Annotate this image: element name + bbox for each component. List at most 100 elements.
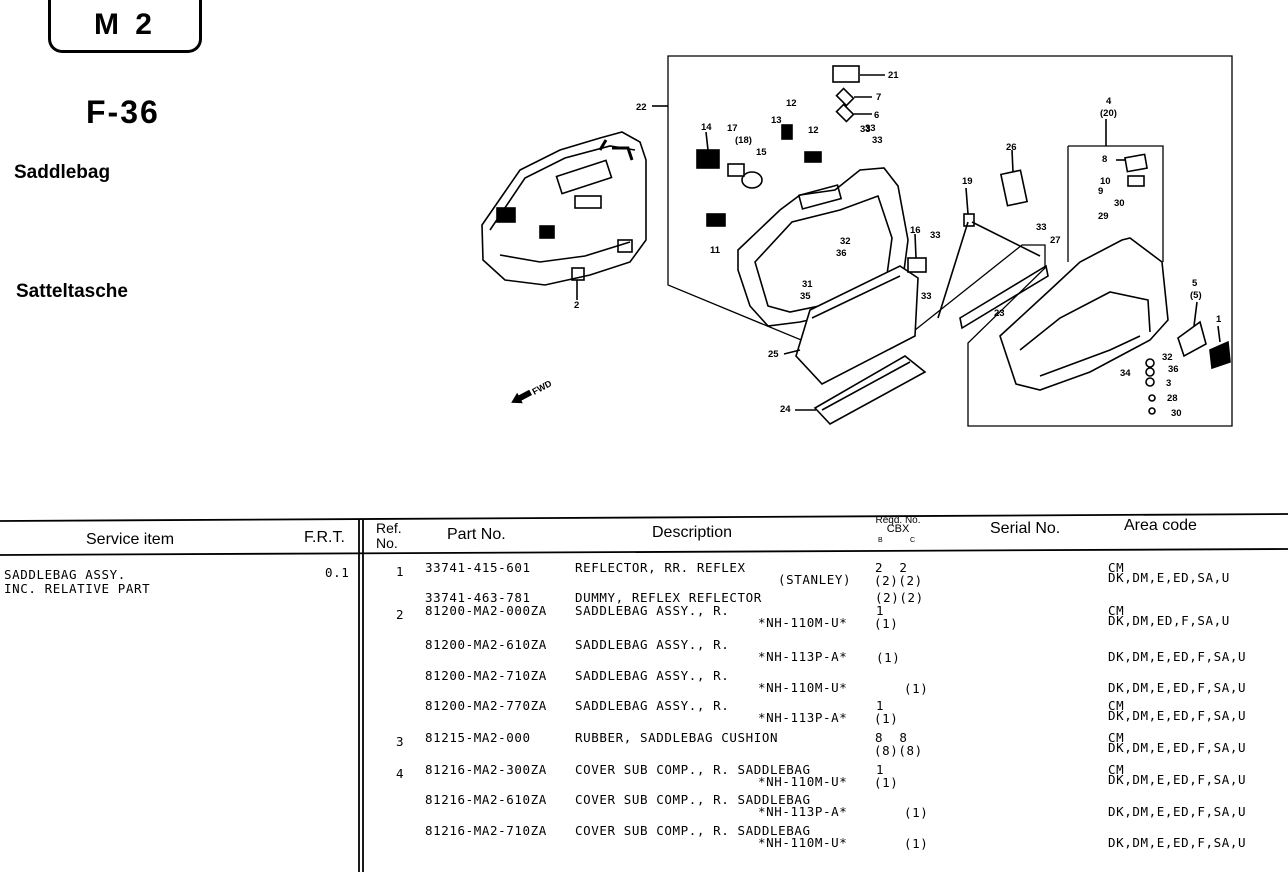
header-reqd-no: Reqd. No. bbox=[875, 515, 921, 526]
row-description-detail: *NH-113P-A* bbox=[758, 710, 848, 725]
callout-label: 30 bbox=[1171, 408, 1182, 419]
row-reqd-qty: 2 2 bbox=[875, 560, 908, 575]
callout-label: 17 bbox=[727, 123, 738, 134]
callout-label: 33 bbox=[930, 230, 941, 241]
service-item-line2: INC. RELATIVE PART bbox=[4, 581, 151, 596]
row-part-no: 33741-463-781 bbox=[425, 590, 531, 605]
row-description: SADDLEBAG ASSY., R. bbox=[575, 668, 730, 683]
callout-label: (20) bbox=[1100, 108, 1117, 119]
callout-label: 21 bbox=[888, 70, 899, 81]
row-description: SADDLEBAG ASSY., R. bbox=[575, 637, 730, 652]
callout-label: 12 bbox=[786, 98, 797, 109]
row-reqd-qty: (1) bbox=[904, 681, 929, 696]
row-part-no: 81200-MA2-610ZA bbox=[425, 637, 547, 652]
header-service-item: Service item bbox=[86, 531, 175, 548]
callout-label: 36 bbox=[1168, 364, 1179, 375]
service-item-frt: 0.1 bbox=[325, 565, 350, 580]
row-reqd-qty-bracket: (8)(8) bbox=[874, 743, 923, 758]
row-reqd-qty: 1 bbox=[876, 603, 885, 618]
callout-label: 10 bbox=[1100, 176, 1111, 187]
header-area-code: Area code bbox=[1124, 517, 1197, 534]
callout-label: 16 bbox=[910, 225, 921, 236]
header-serial-no: Serial No. bbox=[990, 520, 1061, 537]
row-part-no: 81200-MA2-710ZA bbox=[425, 668, 547, 683]
row-description: COVER SUB COMP., R. SADDLEBAG bbox=[575, 792, 811, 807]
table-lines bbox=[0, 513, 1288, 872]
figure-code: F-36 bbox=[86, 94, 160, 130]
fwd-label: FWD bbox=[530, 378, 553, 397]
callout-label: 14 bbox=[701, 122, 712, 133]
fwd-arrow: FWD bbox=[511, 378, 554, 404]
row-ref-no: 1 bbox=[396, 564, 405, 579]
row-description-detail: *NH-113P-A* bbox=[758, 649, 848, 664]
row-area-code: CM bbox=[1108, 730, 1125, 745]
service-item-line1: SADDLEBAG ASSY. bbox=[4, 567, 126, 582]
callout-label: 12 bbox=[808, 125, 819, 136]
row-area-code: DK,DM,E,ED,F,SA,U bbox=[1108, 649, 1247, 664]
callout-label: (5) bbox=[1190, 290, 1202, 301]
row-reqd-qty: (1) bbox=[904, 836, 929, 851]
row-description: COVER SUB COMP., R. SADDLEBAG bbox=[575, 823, 811, 838]
header-description: Description bbox=[652, 524, 733, 541]
row-area-code: CM bbox=[1108, 698, 1125, 713]
row-reqd-qty-bracket: (2)(2) bbox=[874, 573, 923, 588]
callout-label: 33 bbox=[860, 124, 871, 135]
title-german: Satteltasche bbox=[16, 281, 128, 302]
row-reqd-qty-bracket: (1) bbox=[874, 775, 899, 790]
row-part-no: 81200-MA2-770ZA bbox=[425, 698, 547, 713]
callout-label: 22 bbox=[636, 102, 647, 113]
row-part-no: 81200-MA2-000ZA bbox=[425, 603, 547, 618]
row-reqd-qty: 1 bbox=[876, 762, 885, 777]
row-area-code-detail: DK,DM,E,ED,F,SA,U bbox=[1108, 740, 1247, 755]
section-badge-label: M 2 bbox=[93, 8, 156, 41]
row-description-detail: *NH-110M-U* bbox=[758, 680, 848, 695]
callout-label: 33 bbox=[865, 123, 876, 134]
callout-label: 32 bbox=[1162, 352, 1173, 363]
callout-label: 15 bbox=[756, 147, 767, 158]
row-area-code: DK,DM,E,ED,F,SA,U bbox=[1108, 680, 1247, 695]
section-badge: M 2 bbox=[48, 0, 202, 53]
callout-label: 35 bbox=[800, 291, 811, 302]
callout-label: 1 bbox=[1216, 314, 1222, 325]
callout-label: 5 bbox=[1192, 278, 1198, 289]
row-description: SADDLEBAG ASSY., R. bbox=[575, 698, 730, 713]
row-reqd-qty-bracket: (1) bbox=[874, 711, 899, 726]
row-description-detail: (STANLEY) bbox=[778, 572, 852, 587]
row-reqd-qty-bracket: (1) bbox=[874, 616, 899, 631]
callout-label: 32 bbox=[840, 236, 851, 247]
callout-label: 7 bbox=[876, 92, 881, 103]
row-description-detail: *NH-113P-A* bbox=[758, 804, 848, 819]
row-description: COVER SUB COMP., R. SADDLEBAG bbox=[575, 762, 811, 777]
header-ref: Ref. bbox=[376, 520, 402, 536]
row-area-code: CM bbox=[1108, 762, 1125, 777]
row-reqd-qty: (1) bbox=[904, 805, 929, 820]
row-part-no: 33741-415-601 bbox=[425, 560, 531, 575]
callout-label: 37 bbox=[0, 0, 11, 3]
row-ref-no: 4 bbox=[396, 766, 405, 781]
row-area-code-detail: DK,DM,ED,F,SA,U bbox=[1108, 613, 1230, 628]
callout-label: 36 bbox=[836, 248, 847, 259]
row-area-code: DK,DM,E,ED,F,SA,U bbox=[1108, 835, 1247, 850]
callout-label: 33 bbox=[872, 135, 883, 146]
row-part-no: 81215-MA2-000 bbox=[425, 730, 531, 745]
callout-label: 30 bbox=[1114, 198, 1125, 209]
row-reqd-qty: (2)(2) bbox=[875, 590, 924, 605]
header-cbx-c: C bbox=[910, 537, 916, 544]
header-cbx-b: B bbox=[878, 537, 883, 544]
callout-label: 33 bbox=[1036, 222, 1047, 233]
callout-label: 13 bbox=[771, 115, 782, 126]
row-reqd-qty: 1 bbox=[876, 698, 885, 713]
row-description-detail: *NH-110M-U* bbox=[758, 835, 848, 850]
row-description: SADDLEBAG ASSY., R. bbox=[575, 603, 730, 618]
row-reqd-qty: (1) bbox=[876, 650, 901, 665]
callout-label: 31 bbox=[802, 279, 813, 290]
callout-label: 19 bbox=[962, 176, 973, 187]
callout-label: (18) bbox=[735, 135, 752, 146]
row-area-code-detail: DK,DM,E,ED,F,SA,U bbox=[1108, 708, 1247, 723]
callout-label: 33 bbox=[921, 291, 932, 302]
header-frt: F.R.T. bbox=[304, 529, 345, 546]
row-description: DUMMY, REFLEX REFLECTOR bbox=[575, 590, 762, 605]
callout-label: 25 bbox=[768, 349, 779, 360]
row-area-code-detail: DK,DM,E,ED,F,SA,U bbox=[1108, 772, 1247, 787]
row-ref-no: 2 bbox=[396, 607, 405, 622]
